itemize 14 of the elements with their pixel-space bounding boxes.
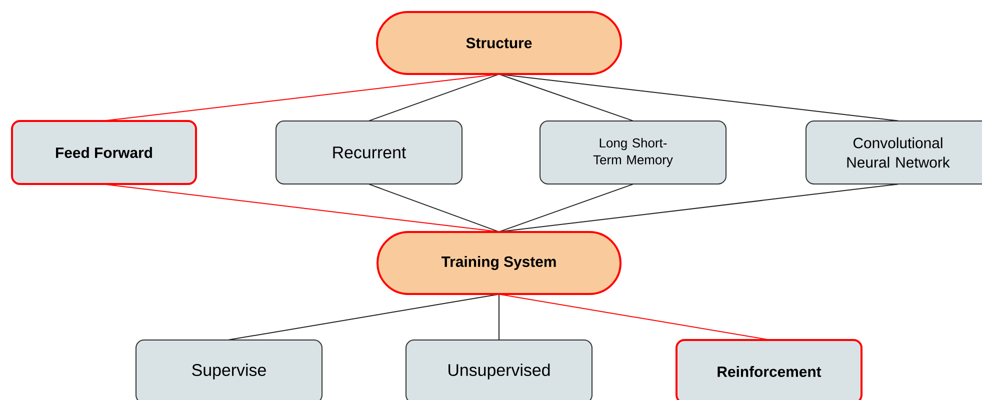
category-box: Convolutional Neural Network: [806, 120, 982, 184]
category-box: Long Short-Term Memory: [540, 120, 726, 184]
category-box: Supervise: [136, 340, 322, 400]
connector-line: [368, 74, 500, 122]
category-box: Recurrent: [276, 120, 462, 184]
connector-line: [498, 74, 634, 122]
category-box: Unsupervised: [406, 340, 592, 400]
category-box: Reinforcement: [676, 339, 862, 400]
rounded-box: Structure: [376, 11, 622, 75]
category-box: Feed Forward: [11, 120, 197, 185]
connector-line: [368, 184, 500, 232]
rounded-box: Training System: [376, 231, 622, 295]
connector-line: [498, 184, 634, 232]
connector-line: [498, 294, 500, 340]
